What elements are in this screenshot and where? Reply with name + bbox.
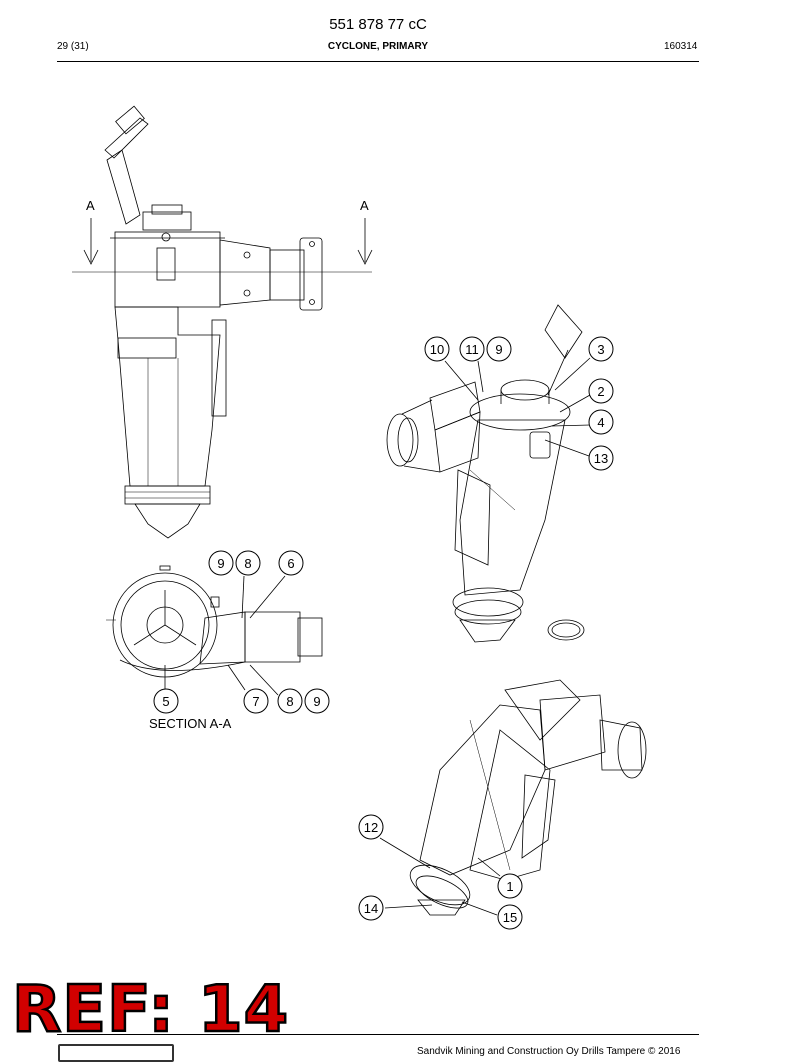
callout-leaders	[164, 357, 591, 916]
callout-11: 11	[459, 336, 485, 362]
svg-text:10: 10	[430, 342, 444, 357]
section-marker-right: A	[360, 198, 369, 213]
svg-text:1: 1	[506, 879, 513, 894]
svg-text:6: 6	[287, 556, 294, 571]
section-marker-left: A	[86, 198, 95, 213]
svg-text:4: 4	[597, 415, 604, 430]
svg-text:9: 9	[313, 694, 320, 709]
svg-text:3: 3	[597, 342, 604, 357]
document-date: 160314	[664, 41, 698, 52]
callout-8-section-bottom: 8	[277, 688, 303, 714]
svg-text:5: 5	[162, 694, 169, 709]
header-divider	[57, 61, 699, 62]
svg-text:8: 8	[286, 694, 293, 709]
callout-6: 6	[278, 550, 304, 576]
section-view-drawing	[106, 565, 323, 678]
svg-text:11: 11	[465, 342, 479, 357]
isometric-view-bottom	[409, 619, 647, 916]
copyright-text: Sandvik Mining and Construction Oy Drill…	[417, 1046, 681, 1057]
svg-text:2: 2	[597, 384, 604, 399]
side-view-drawing: A A	[72, 105, 373, 539]
callout-13: 13	[588, 445, 614, 471]
callout-12: 12	[358, 814, 384, 840]
callout-9-top: 9	[486, 336, 512, 362]
callout-4: 4	[588, 409, 614, 435]
svg-text:9: 9	[217, 556, 224, 571]
callout-15: 15	[497, 904, 523, 930]
page-reference: 29 (31)	[57, 41, 89, 52]
svg-text:9: 9	[495, 342, 502, 357]
callout-10: 10	[424, 336, 450, 362]
callout-9-section-top: 9	[208, 550, 234, 576]
footer-divider	[57, 1034, 699, 1035]
callout-14: 14	[358, 895, 384, 921]
callout-3: 3	[588, 336, 614, 362]
callout-8-section-top: 8	[235, 550, 261, 576]
callout-2: 2	[588, 378, 614, 404]
callout-9-section-bottom: 9	[304, 688, 330, 714]
svg-text:8: 8	[244, 556, 251, 571]
callout-1: 1	[497, 873, 523, 899]
callout-7: 7	[243, 688, 269, 714]
svg-text:7: 7	[252, 694, 259, 709]
svg-text:15: 15	[503, 910, 517, 925]
document-number: 551 878 77 cC	[329, 16, 427, 33]
callout-5: 5	[153, 688, 179, 714]
svg-text:12: 12	[364, 820, 378, 835]
ref-stamp: REF: 14	[11, 973, 290, 1047]
svg-text:14: 14	[364, 901, 378, 916]
page-title: CYCLONE, PRIMARY	[327, 41, 429, 52]
isometric-view-top	[386, 304, 583, 643]
section-label: SECTION A-A	[149, 716, 232, 731]
svg-text:13: 13	[594, 451, 608, 466]
